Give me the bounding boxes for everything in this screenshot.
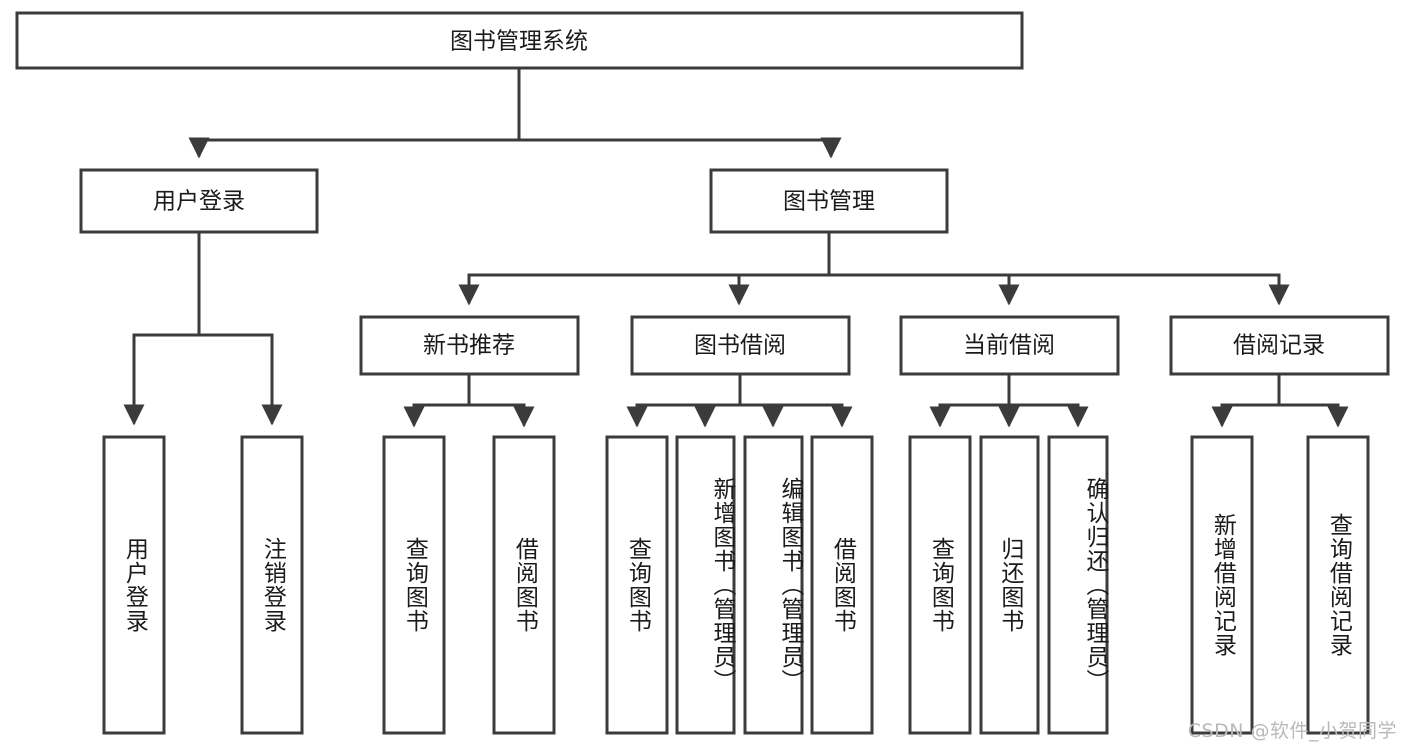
leaf-box-borrow-record-0[interactable] [1190,435,1254,735]
node-user-login[interactable]: 用户登录 [79,168,319,234]
node-book-management[interactable]: 图书管理 [709,168,949,234]
leaf-box-current-borrow-1[interactable] [979,435,1040,735]
node-book-management-label: 图书管理 [783,189,875,215]
connector-user-login-to-leaves [123,230,283,426]
leaf-box-current-borrow-0[interactable] [908,435,972,735]
node-root-label: 图书管理系统 [450,29,588,55]
connector-book-borrow-to-leaves [626,372,853,428]
leaf-box-book-borrow-0[interactable] [605,435,669,735]
connector-root-to-level2 [188,66,842,159]
leaf-box-current-borrow-2[interactable] [1047,435,1109,735]
node-user-login-label: 用户登录 [153,189,245,215]
node-user-login-box[interactable] [79,168,319,234]
node-book-borrow-label: 图书借阅 [694,333,786,359]
leaf-box-book-borrow-2[interactable] [743,435,804,735]
leaf-box-user-login-0[interactable] [102,435,166,735]
leaf-box-book-borrow-3[interactable] [810,435,874,735]
node-root-box[interactable] [15,11,1024,70]
node-current-borrow[interactable]: 当前借阅 [899,315,1120,376]
leaf-box-borrow-record-1[interactable] [1306,435,1370,735]
node-root[interactable]: 图书管理系统 [15,11,1024,70]
connector-current-borrow-to-leaves [929,372,1089,428]
node-book-borrow[interactable]: 图书借阅 [630,315,851,376]
node-current-borrow-box[interactable] [899,315,1120,376]
leaf-box-book-borrow-1[interactable] [675,435,736,735]
leaf-box-new-book-0[interactable] [382,435,446,735]
node-borrow-record-label: 借阅记录 [1233,333,1325,359]
node-current-borrow-label: 当前借阅 [963,333,1055,359]
connector-book-management-to-level3 [458,230,1290,306]
leaf-box-new-book-1[interactable] [492,435,556,735]
node-new-book-recommend-box[interactable] [359,315,580,376]
node-new-book-recommend[interactable]: 新书推荐 [359,315,580,376]
leaf-box-user-login-1[interactable] [240,435,304,735]
connector-borrow-record-to-leaves [1211,372,1349,428]
watermark-text: CSDN @软件_小贺同学 [1187,720,1397,742]
connector-new-book-recommend-to-leaves [403,372,535,428]
node-borrow-record[interactable]: 借阅记录 [1169,315,1390,376]
node-new-book-recommend-label: 新书推荐 [423,333,515,359]
